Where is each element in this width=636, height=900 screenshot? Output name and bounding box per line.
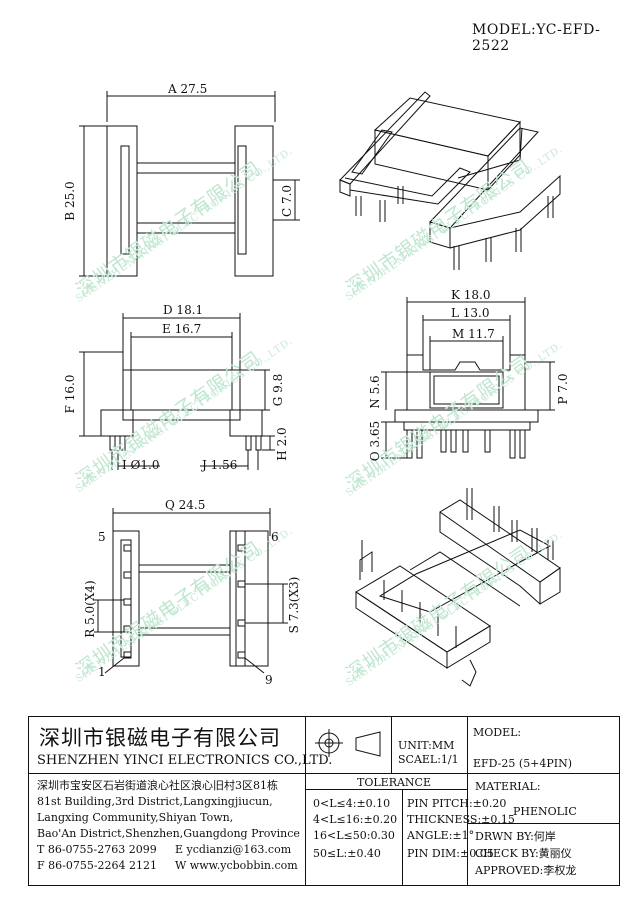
view-bottom-left: [94, 508, 288, 674]
address-line-2: Langxing Community,Shiyan Town,: [37, 811, 234, 824]
dim-s-label: S 7.3(X3): [287, 576, 301, 634]
website: W www.ycbobbin.com: [175, 859, 298, 872]
tolerance-row: THICKNESS:±0.15: [407, 813, 515, 826]
scale-label: SCAEL:1/1: [398, 753, 459, 766]
dim-k-label: K 18.0: [451, 288, 491, 302]
pin-number-9: 9: [265, 673, 273, 687]
view-iso-bottom-right: [355, 488, 561, 687]
dim-b-label: B 25.0: [63, 181, 77, 221]
unit-label: UNIT:MM: [398, 739, 455, 752]
address-line-3: Bao'An District,Shenzhen,Guangdong Provi…: [37, 827, 300, 840]
tolerance-row: 0<L≤4:±0.10: [313, 797, 391, 810]
material-label: MATERIAL:: [475, 780, 541, 793]
address-line-cn: 深圳市宝安区石岩街道浪心社区浪心旧村3区81栋: [37, 779, 278, 792]
fax: F 86-0755-2264 2121: [37, 859, 158, 872]
dim-e-label: E 16.7: [162, 322, 202, 336]
dim-g-label: G 9.8: [271, 373, 285, 407]
tolerance-row: 4<L≤16:±0.20: [313, 813, 398, 826]
dim-j-label: J 1.56: [202, 458, 238, 472]
company-name-cn: 深圳市银磁电子有限公司: [39, 726, 281, 750]
tel: T 86-0755-2763 2099: [37, 843, 157, 856]
dim-o-label: O 3.65: [368, 420, 382, 462]
dim-c-label: C 7.0: [280, 184, 294, 218]
dim-i-label: I Ø1.0: [122, 458, 160, 472]
material-value: PHENOLIC: [513, 805, 577, 818]
tolerance-row: PIN PITCH:±0.20: [407, 797, 507, 810]
dim-a-label: A 27.5: [168, 82, 208, 96]
view-front-mid-left: [79, 313, 275, 470]
drawn-by: DRWN BY:何岸: [475, 830, 556, 843]
tolerance-row: PIN DIM:±0.05: [407, 847, 494, 860]
approved-by: APPROVED:李权龙: [475, 864, 577, 877]
model-title: MODEL:YC-EFD-2522: [472, 22, 601, 54]
company-name-en: SHENZHEN YINCI ELECTRONICS CO.,LTD.: [37, 753, 333, 768]
pin-number-5: 5: [98, 530, 106, 544]
tolerance-row: 16<L≤50:0.30: [313, 829, 395, 842]
dim-d-label: D 18.1: [163, 303, 204, 317]
dim-r-label: R 5.0(X4): [83, 580, 97, 638]
tolerance-title: TOLERANCE: [357, 776, 431, 789]
view-iso-top-right: [339, 91, 561, 270]
dim-p-label: P 7.0: [556, 373, 570, 405]
pin-number-1: 1: [98, 665, 106, 679]
pin-number-6: 6: [271, 530, 279, 544]
view-end-mid-right: [381, 297, 555, 459]
email: E ycdianzi@163.com: [175, 843, 292, 856]
dim-q-label: Q 24.5: [165, 498, 206, 512]
check-by: CHECK BY:黄丽仪: [475, 847, 572, 860]
title-block: 深圳市银磁电子有限公司 SHENZHEN YINCI ELECTRONICS C…: [28, 716, 620, 886]
model-label: MODEL:: [473, 726, 522, 739]
tolerance-row: ANGLE:±1°: [407, 829, 475, 842]
dim-f-label: F 16.0: [63, 374, 77, 414]
dim-h-label: H 2.0: [275, 427, 289, 461]
dim-n-label: N 5.6: [368, 375, 382, 409]
address-line-1: 81st Building,3rd District,Langxingjiucu…: [37, 795, 273, 808]
model-value: EFD-25 (5+4PIN): [473, 757, 573, 770]
view-side-top-left: [79, 91, 300, 277]
projection-symbol: [315, 729, 381, 757]
dim-l-label: L 13.0: [451, 306, 490, 320]
dim-m-label: M 11.7: [452, 327, 495, 341]
tolerance-row: 50≤L:±0.40: [313, 847, 381, 860]
